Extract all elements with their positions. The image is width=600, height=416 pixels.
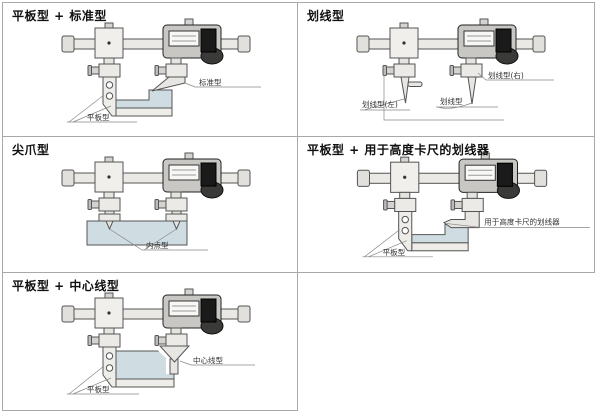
plate-hole <box>105 81 114 89</box>
caliper-illustration-height-scriber: 用于高度卡尺的划线器 平板型 <box>356 152 590 258</box>
height-scriber-label: 用于高度卡尺的划线器 <box>484 217 560 227</box>
plate-hole <box>401 215 409 224</box>
centerline-label: 中心线型 <box>193 355 223 365</box>
label-flat-plate: 平板型 <box>67 365 139 395</box>
caliper-illustration-centerline: 中心线型 平板型 <box>61 288 255 395</box>
plate-hole <box>105 364 114 372</box>
claw-right-point <box>172 220 181 231</box>
inner-point-label: 内点型 <box>146 240 169 250</box>
label-scriber-center: 划线型 <box>436 96 498 109</box>
claw-right-foot <box>165 213 188 222</box>
flat-plate-foot <box>115 107 173 117</box>
flat-plate-foot <box>411 242 469 252</box>
scriber-left-needle <box>400 76 410 104</box>
label-height-scriber: 用于高度卡尺的划线器 <box>446 217 590 228</box>
scriber-label: 划线型 <box>440 96 463 106</box>
panel-flat-plus-centerline: 平板型 + 中心线型 中心线型 平板型 <box>2 272 298 411</box>
caliper-illustration-pointed-claw: 内点型 <box>61 152 251 251</box>
plate-hole <box>105 92 114 100</box>
panel-title: 划线型 <box>307 9 345 23</box>
scriber-left-arm <box>407 81 423 87</box>
scriber-right-needle <box>467 76 477 105</box>
flat-plate-label: 平板型 <box>87 384 110 394</box>
label-scriber-right: 划线型(右) <box>477 70 554 81</box>
panel-flat-plus-height-scriber: 平板型 + 用于高度卡尺的划线器 用于高度卡尺的划线器 平板型 <box>297 136 595 273</box>
label-inner-point: 内点型 <box>109 228 208 251</box>
panel-pointed-claw: 尖爪型 内点型 <box>2 136 298 273</box>
centerline-cone-jaw <box>158 345 191 363</box>
panel-title: 平板型 + 中心线型 <box>12 279 120 293</box>
standard-jaw-label: 标准型 <box>199 77 222 87</box>
plate-hole <box>105 352 114 360</box>
workpiece <box>115 89 173 109</box>
claw-left-foot <box>98 213 121 222</box>
panel-flat-plus-standard: 平板型 + 标准型 标准型 平板型 <box>2 2 298 137</box>
label-scriber-left: 划线型(左) <box>360 98 410 111</box>
panel-title: 尖爪型 <box>12 143 50 157</box>
scriber-right-label: 划线型(右) <box>488 70 524 80</box>
caliper-illustration-scriber: 划线型(右) 划线型 划线型(左) <box>356 18 554 121</box>
label-flat-plate: 平板型 <box>362 229 433 258</box>
flat-plate-foot <box>115 378 175 388</box>
claw-left-point <box>105 220 114 231</box>
standard-jaw <box>151 76 186 92</box>
label-standard-jaw: 标准型 <box>184 77 261 88</box>
panel-title: 平板型 + 标准型 <box>12 9 107 23</box>
scriber-left-label: 划线型(左) <box>362 99 398 109</box>
leader-bracket <box>383 75 504 121</box>
flat-plate-label: 平板型 <box>383 247 406 257</box>
plate-hole <box>401 226 409 235</box>
label-centerline: 中心线型 <box>179 355 255 366</box>
workpiece <box>86 220 188 246</box>
flat-plate-label: 平板型 <box>87 112 110 122</box>
panel-scriber: 划线型 划线型(右) 划线型 划线型(左) <box>297 2 595 137</box>
panel-title: 平板型 + 用于高度卡尺的划线器 <box>307 143 490 157</box>
caliper-illustration-flat-standard: 标准型 平板型 <box>61 18 261 123</box>
label-flat-plate: 平板型 <box>67 94 137 123</box>
height-gauge-scriber-jaw <box>442 211 480 229</box>
